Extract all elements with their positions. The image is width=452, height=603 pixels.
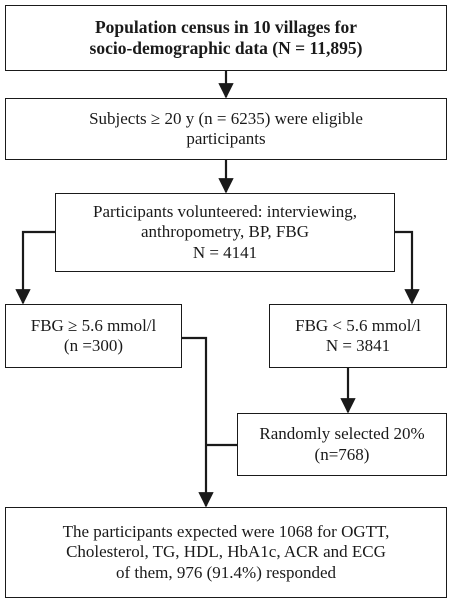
expected-line-1: The participants expected were 1068 for … <box>62 522 390 542</box>
census-box: Population census in 10 villages for soc… <box>5 5 447 71</box>
fbg-high-line-2: (n =300) <box>63 336 124 355</box>
volunteered-line-2: anthropometry, BP, FBG <box>141 222 309 242</box>
expected-participants-box: The participants expected were 1068 for … <box>5 507 447 598</box>
random-selection-box: Randomly selected 20% (n=768) <box>237 413 447 476</box>
eligible-box: Subjects ≥ 20 y (n = 6235) were eligible… <box>5 98 447 160</box>
fbg-low-box: FBG < 5.6 mmol/l N = 3841 <box>269 304 447 368</box>
census-line-2: socio-demographic data (N = 11,895) <box>89 38 363 58</box>
arrow-volunteered-to-fbg-high <box>15 230 55 305</box>
arrow-fbg-high-to-expected <box>182 336 214 508</box>
eligible-line-1: Subjects ≥ 20 y (n = 6235) were eligible <box>89 108 363 128</box>
expected-line-2: Cholesterol, TG, HDL, HbA1c, ACR and ECG <box>66 542 386 562</box>
eligible-line-2: participants <box>186 129 266 148</box>
volunteered-box: Participants volunteered: interviewing, … <box>55 193 395 272</box>
random-line-2: (n=768) <box>314 444 370 464</box>
fbg-low-line-1: FBG < 5.6 mmol/l <box>295 315 421 335</box>
arrow-volunteered-to-fbg-low <box>395 230 420 305</box>
fbg-low-line-2: N = 3841 <box>325 336 391 355</box>
fbg-high-line-1: FBG ≥ 5.6 mmol/l <box>30 315 157 335</box>
volunteered-line-1: Participants volunteered: interviewing, <box>93 202 357 222</box>
census-line-1: Population census in 10 villages for <box>94 17 358 38</box>
expected-line-3: of them, 976 (91.4%) responded <box>115 562 336 582</box>
fbg-high-box: FBG ≥ 5.6 mmol/l (n =300) <box>5 304 182 368</box>
volunteered-line-3: N = 4141 <box>192 242 258 262</box>
random-line-1: Randomly selected 20% <box>259 424 425 444</box>
